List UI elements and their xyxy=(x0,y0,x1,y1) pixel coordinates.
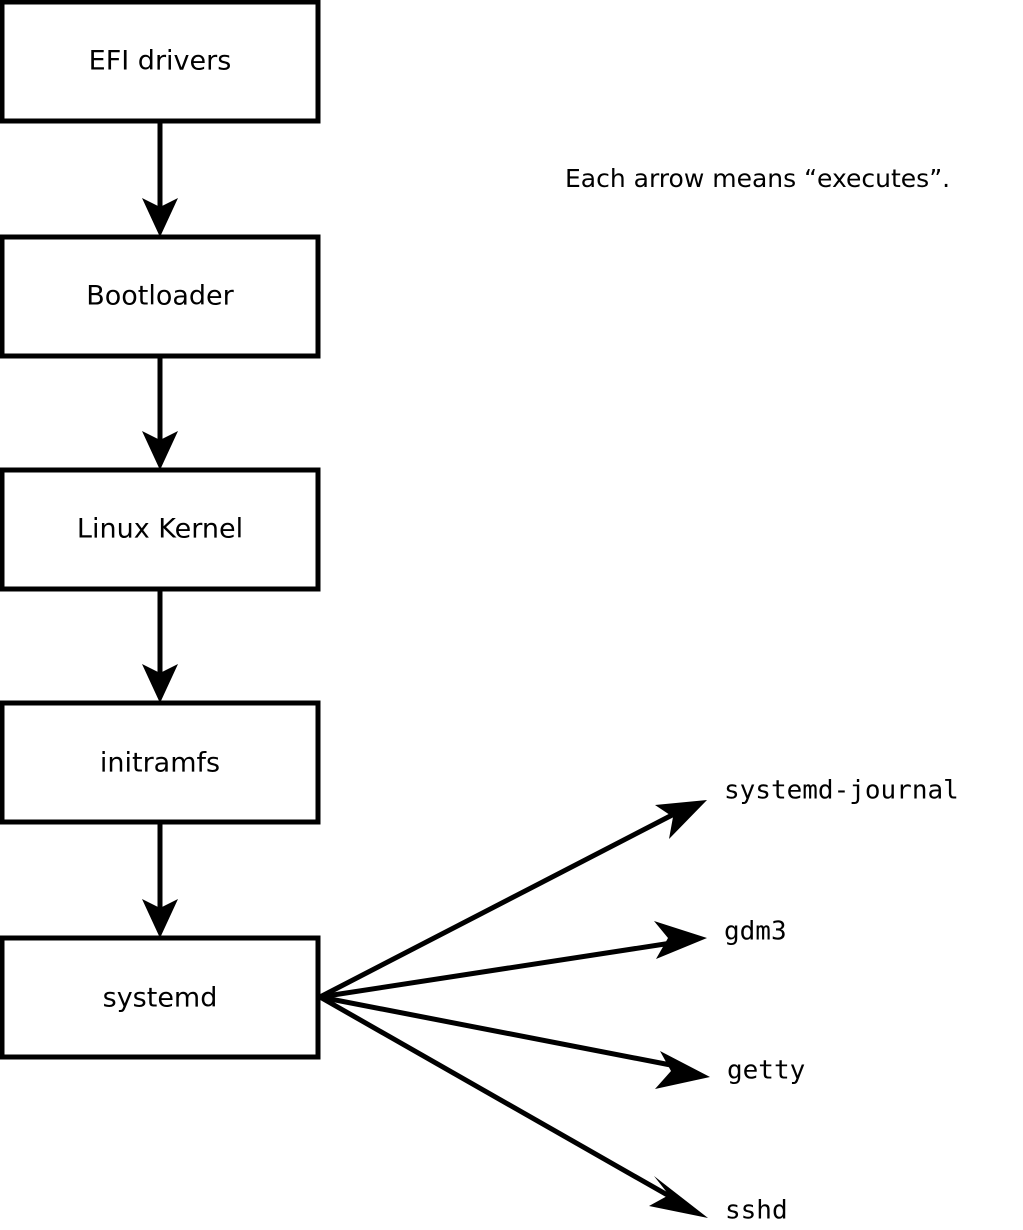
service-label-systemd-journal: systemd-journal xyxy=(724,776,959,806)
box-label-linux-kernel: Linux Kernel xyxy=(77,514,243,545)
arrow-initramfs-to-systemd xyxy=(142,822,178,938)
chain-arrows xyxy=(142,121,178,938)
arrow-bootloader-to-kernel xyxy=(142,356,178,470)
arrow-systemd-to-gdm3 xyxy=(319,921,707,1000)
box-outline xyxy=(0,700,321,825)
arrow-head xyxy=(649,1176,708,1218)
service-label-getty: getty xyxy=(727,1056,805,1086)
box-outline xyxy=(0,0,321,124)
box-outline xyxy=(0,467,321,592)
boot-stage-boxes: EFI drivers Bootloader Linux Kernel init… xyxy=(0,0,321,1060)
box-label-systemd: systemd xyxy=(103,983,218,1014)
arrow-shaft xyxy=(319,994,682,1070)
arrow-head xyxy=(655,1051,710,1089)
systemd-fanout-arrows xyxy=(318,800,710,1218)
arrow-shaft xyxy=(318,994,680,1204)
service-labels: systemd-journal gdm3 getty sshd xyxy=(724,776,959,1226)
box-label-initramfs: initramfs xyxy=(100,748,220,779)
box-systemd[interactable]: systemd xyxy=(0,935,321,1060)
arrow-systemd-to-systemd-journal xyxy=(318,800,707,1000)
legend-annotation: Each arrow means “executes”. xyxy=(565,164,950,193)
service-label-gdm3: gdm3 xyxy=(724,917,787,947)
box-bootloader[interactable]: Bootloader xyxy=(0,234,321,359)
arrow-kernel-to-initramfs xyxy=(142,589,178,703)
box-outline xyxy=(0,935,321,1060)
arrow-systemd-to-sshd xyxy=(318,994,708,1218)
arrow-head xyxy=(655,800,707,839)
box-label-bootloader: Bootloader xyxy=(86,281,234,312)
service-label-sshd: sshd xyxy=(725,1196,788,1226)
arrow-shaft xyxy=(318,809,680,1000)
box-efi-drivers[interactable]: EFI drivers xyxy=(0,0,321,124)
arrow-shaft xyxy=(319,939,679,1000)
box-outline xyxy=(0,234,321,359)
box-linux-kernel[interactable]: Linux Kernel xyxy=(0,467,321,592)
box-label-efi-drivers: EFI drivers xyxy=(89,46,232,77)
box-initramfs[interactable]: initramfs xyxy=(0,700,321,825)
arrow-head xyxy=(654,921,707,959)
arrow-systemd-to-getty xyxy=(319,994,710,1089)
arrow-efi-to-bootloader xyxy=(142,121,178,237)
arrow-head xyxy=(142,431,178,470)
arrow-head xyxy=(142,198,178,237)
arrow-head xyxy=(142,899,178,938)
arrow-head xyxy=(142,664,178,703)
